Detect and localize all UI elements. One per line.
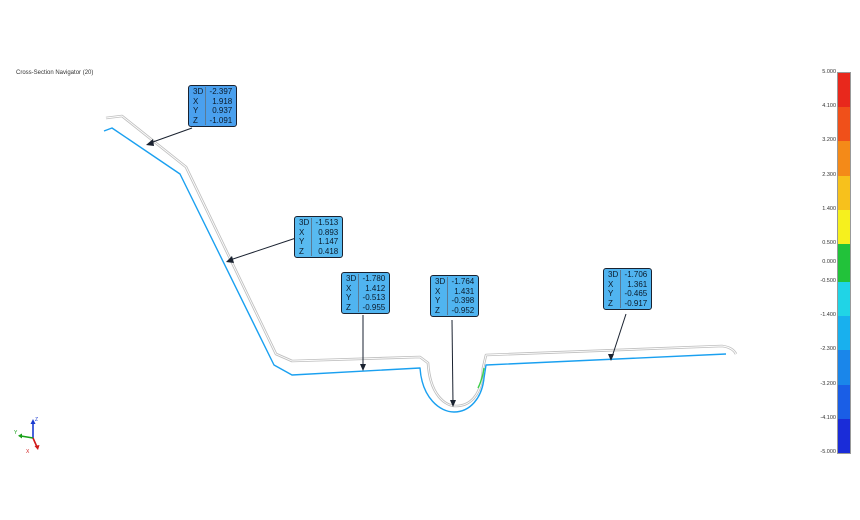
callout-value-y: -0.398 bbox=[451, 296, 475, 305]
leader-line bbox=[149, 127, 193, 144]
callout-value-z: -0.917 bbox=[624, 298, 648, 308]
arrowhead bbox=[608, 354, 614, 361]
callout-key-3d: 3D bbox=[344, 274, 360, 284]
callout-value-x: 1.412 bbox=[365, 283, 386, 293]
arrowhead bbox=[360, 364, 366, 371]
legend-tick-label: 3.200 bbox=[822, 137, 836, 144]
legend-band bbox=[838, 418, 850, 453]
arrowhead bbox=[146, 139, 154, 146]
callout-key-z: Z bbox=[344, 302, 360, 312]
x-axis-arrowhead bbox=[34, 445, 40, 450]
legend-tick-label: -3.200 bbox=[820, 380, 836, 387]
callout-value-x: 1.431 bbox=[454, 286, 475, 296]
deviation-callout[interactable]: 3D-1.764 X 1.431 Y-0.398 Z-0.952 bbox=[430, 275, 480, 317]
legend-band bbox=[838, 316, 850, 351]
callout-value-y: -0.465 bbox=[624, 289, 648, 298]
callout-key-z: Z bbox=[297, 246, 313, 256]
callout-key-x: X bbox=[297, 227, 313, 237]
callout-key-y: Y bbox=[433, 296, 449, 306]
callout-value-3d: -1.764 bbox=[451, 277, 475, 286]
callout-key-x: X bbox=[433, 286, 449, 296]
callout-value-3d: -1.780 bbox=[362, 274, 386, 283]
legend-band bbox=[838, 244, 850, 282]
legend-band bbox=[838, 141, 850, 176]
x-axis-line bbox=[32, 437, 38, 448]
callout-value-y: -0.513 bbox=[362, 293, 386, 302]
legend-band bbox=[838, 107, 850, 142]
leader-lines bbox=[149, 127, 627, 405]
callout-key-3d: 3D bbox=[606, 270, 622, 280]
deviation-callout[interactable]: 3D-1.513 X 0.893 Y 1.147 Z 0.418 bbox=[294, 216, 344, 258]
callout-value-y: 1.147 bbox=[318, 237, 339, 246]
legend-tick-label: 0.500 bbox=[822, 240, 836, 246]
legend-tick-label: -2.300 bbox=[820, 346, 836, 353]
callout-key-3d: 3D bbox=[191, 87, 207, 97]
callout-key-x: X bbox=[344, 283, 360, 293]
callout-key-y: Y bbox=[606, 289, 622, 299]
deviation-callout[interactable]: 3D-1.706 X 1.361 Y-0.465 Z-0.917 bbox=[603, 268, 653, 310]
axis-triad: Z Y X bbox=[14, 417, 40, 454]
legend-tick-label: 2.300 bbox=[822, 171, 836, 178]
arrowhead bbox=[450, 400, 456, 407]
legend-tick-label: 1.400 bbox=[822, 205, 836, 212]
deviation-color-legend[interactable] bbox=[837, 72, 851, 454]
leader-line bbox=[451, 319, 454, 405]
leader-arrowheads bbox=[146, 139, 614, 407]
legend-band bbox=[838, 209, 850, 244]
callout-value-z: -0.955 bbox=[362, 302, 386, 312]
callout-value-3d: -1.706 bbox=[624, 270, 648, 279]
viewer-title: Cross-Section Navigator (20) bbox=[16, 70, 94, 76]
legend-band bbox=[838, 350, 850, 385]
callout-value-3d: -2.397 bbox=[209, 87, 233, 96]
leader-line bbox=[229, 237, 297, 261]
legend-band bbox=[838, 175, 850, 210]
nominal-profile bbox=[105, 114, 738, 408]
callout-value-z: -1.091 bbox=[209, 115, 233, 125]
legend-tick-label: -5.000 bbox=[820, 449, 836, 455]
x-axis-label: X bbox=[26, 449, 30, 454]
leader-line bbox=[611, 313, 627, 358]
measured-profile bbox=[103, 127, 727, 413]
nominal-profile-inner bbox=[105, 115, 737, 407]
callout-key-x: X bbox=[606, 279, 622, 289]
callout-key-y: Y bbox=[297, 237, 313, 247]
legend-band bbox=[838, 282, 850, 317]
callout-key-y: Y bbox=[344, 293, 360, 303]
arrowhead bbox=[226, 256, 234, 263]
legend-band bbox=[838, 384, 850, 419]
callout-value-z: 0.418 bbox=[318, 246, 339, 256]
z-axis-label: Z bbox=[35, 417, 38, 423]
callout-key-z: Z bbox=[606, 298, 622, 308]
callout-key-z: Z bbox=[433, 305, 449, 315]
callout-value-x: 1.361 bbox=[627, 279, 648, 289]
callout-value-3d: -1.513 bbox=[315, 218, 339, 227]
y-axis-line bbox=[20, 435, 34, 439]
legend-tick-label: -0.500 bbox=[820, 278, 836, 284]
legend-tick-label: -4.100 bbox=[820, 414, 836, 421]
legend-tick-label: 0.000 bbox=[822, 259, 836, 265]
callout-key-x: X bbox=[191, 96, 207, 106]
legend-tick-label: 5.000 bbox=[822, 69, 836, 75]
callout-value-x: 1.918 bbox=[212, 96, 233, 106]
deviation-callout[interactable]: 3D-1.780 X 1.412 Y-0.513 Z-0.955 bbox=[341, 272, 391, 314]
deviation-green-segment bbox=[477, 367, 485, 389]
z-axis-arrowhead bbox=[30, 419, 36, 424]
callout-key-z: Z bbox=[191, 115, 207, 125]
callout-key-3d: 3D bbox=[433, 277, 449, 287]
deviation-callout[interactable]: 3D-2.397 X 1.918 Y 0.937 Z-1.091 bbox=[188, 85, 238, 127]
callout-value-y: 0.937 bbox=[212, 106, 233, 115]
legend-tick-label: 4.100 bbox=[822, 103, 836, 110]
legend-band bbox=[838, 73, 850, 108]
callout-key-y: Y bbox=[191, 106, 207, 116]
callout-value-x: 0.893 bbox=[318, 227, 339, 237]
y-axis-arrowhead bbox=[18, 433, 22, 439]
callout-value-z: -0.952 bbox=[451, 305, 475, 315]
callout-key-3d: 3D bbox=[297, 218, 313, 228]
legend-tick-label: -1.400 bbox=[820, 312, 836, 319]
y-axis-label: Y bbox=[14, 430, 18, 436]
